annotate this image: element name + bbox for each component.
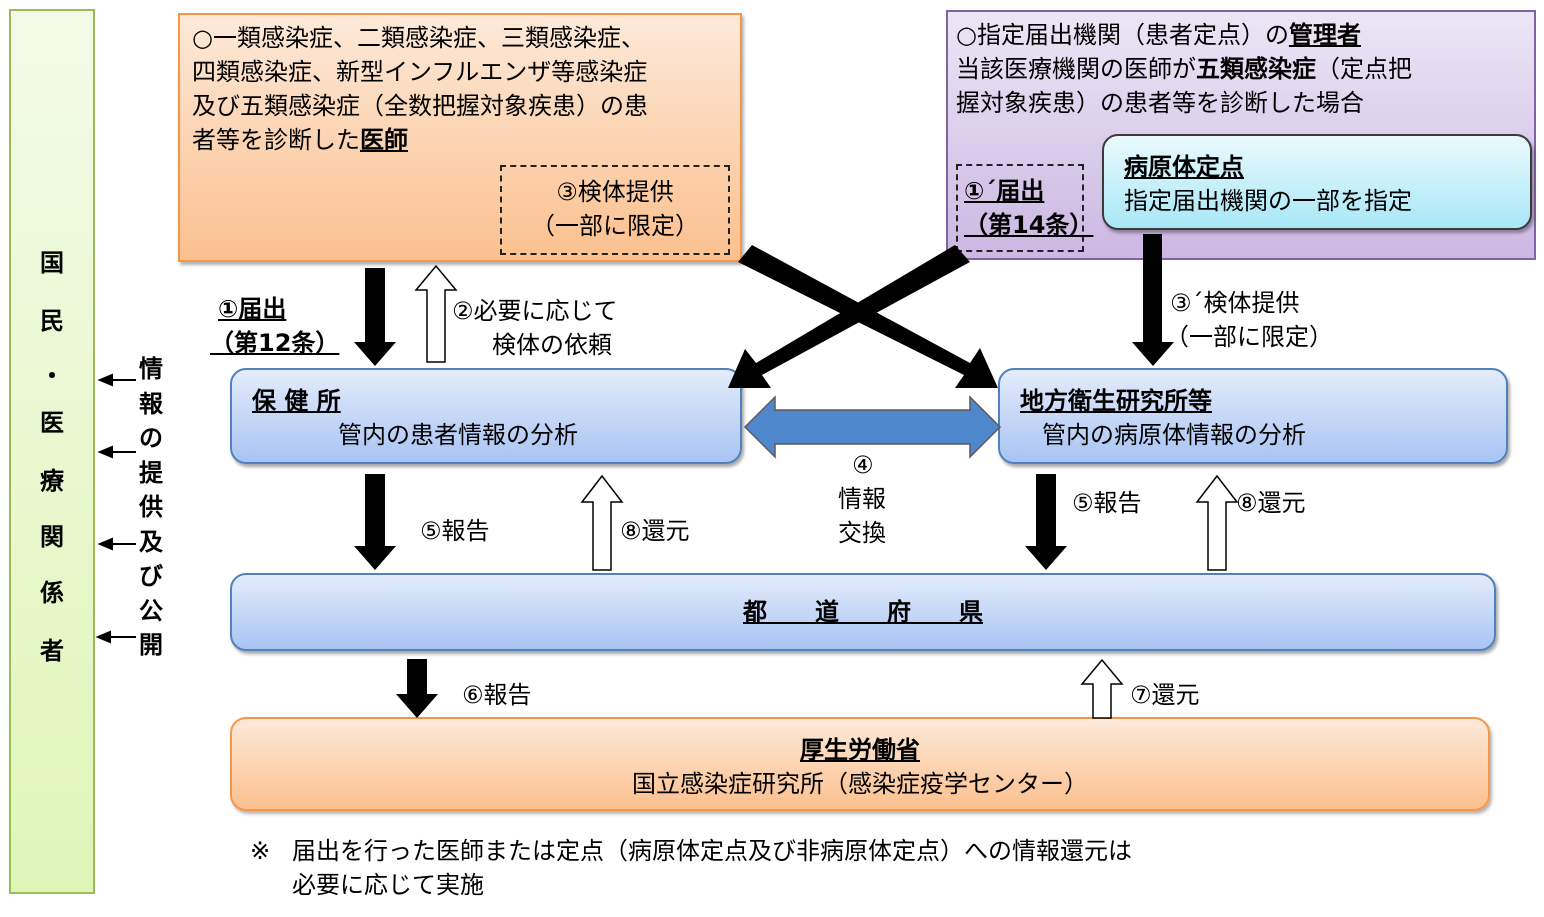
panel-char: ・ (40, 362, 64, 390)
info-arrow-head (95, 630, 111, 644)
report-label: ⑤報告 (420, 517, 490, 545)
info-char: び (139, 562, 163, 590)
notify-art14-line: ①´届出 (964, 177, 1045, 205)
specimen-provision-label: （一部に限定） (1165, 323, 1333, 351)
info-char: 開 (139, 631, 163, 659)
local-institute-desc: 管内の病原体情報の分析 (1042, 421, 1306, 449)
info-char: 及 (139, 527, 163, 556)
specimen-provision-label: ③´検体提供 (1170, 289, 1300, 317)
info-exchange-label: 情報 (838, 485, 886, 513)
specimen-down-arrow (1132, 234, 1174, 366)
sentinel-line2a: 当該医療機関の医師が (956, 55, 1196, 83)
notify-art12-label: ①届出 (218, 295, 287, 323)
return-label: ⑧還元 (620, 517, 690, 545)
report-down-arrow-ministry (396, 659, 438, 718)
reporting-physician-box: ○一類感染症、二類感染症、三類感染症、 四類感染症、新型インフルエンザ等感染症 … (178, 13, 742, 262)
notify-art14-box: ①´届出 （第14条） (956, 164, 1094, 252)
doctor-line: 四類感染症、新型インフルエンザ等感染症 (192, 58, 648, 86)
info-arrow-head (97, 373, 113, 387)
footnote-line: 必要に応じて実施 (292, 871, 484, 899)
doctor-line: ○一類感染症、二類感染症、三類感染症、 (192, 24, 645, 52)
category5-emphasis: 五類感染症 (1196, 55, 1316, 83)
return-up-arrow-right (1195, 474, 1239, 571)
info-exchange-label: ④ (852, 451, 874, 479)
administrator-emphasis: 管理者 (1288, 21, 1361, 49)
panel-char: 療 (40, 467, 64, 495)
return-up-arrow-ministry (1080, 658, 1124, 719)
health-center-title: 保 健 所 (252, 387, 341, 415)
panel-char: 国 (40, 249, 64, 277)
doctor-line: 及び五類感染症（全数把握対象疾患）の患 (192, 92, 648, 120)
ministry-title: 厚生労働省 (800, 736, 920, 764)
panel-char: 民 (40, 307, 64, 335)
sentinel-line1-prefix: ○指定届出機関（患者定点）の (956, 21, 1289, 49)
report-label: ⑥報告 (462, 681, 532, 709)
panel-char: 関 (40, 523, 64, 551)
sentinel-line: ○指定届出機関（患者定点）の管理者 (956, 18, 1361, 52)
specimen-line: （一部に限定） (531, 212, 699, 240)
specimen-request-label: ②必要に応じて (452, 297, 618, 325)
info-provision-label: 情 報 の 提 供 及 び 公 開 (136, 352, 166, 663)
sentinel-line: 当該医療機関の医師が五類感染症（定点把 (956, 52, 1412, 86)
pathogen-sentinel-title: 病原体定点 (1124, 153, 1244, 181)
specimen-provision-box: ③検体提供 （一部に限定） (500, 165, 730, 255)
panel-char: 医 (40, 409, 64, 437)
public-medical-stakeholders-panel: 国 民 ・ 医 療 関 係 者 (9, 9, 95, 894)
return-label: ⑦還元 (1130, 681, 1200, 709)
pathogen-sentinel-desc: 指定届出機関の一部を指定 (1124, 187, 1412, 215)
info-exchange-double-arrow (743, 395, 1002, 459)
ministry-box: 厚生労働省 国立感染症研究所（感染症疫学センター） (230, 717, 1490, 811)
local-institute-title: 地方衛生研究所等 (1020, 387, 1212, 415)
report-down-arrow-left (354, 474, 396, 570)
health-center-desc: 管内の患者情報の分析 (338, 421, 578, 449)
info-char: 報 (139, 389, 163, 418)
health-center-box: 保 健 所 管内の患者情報の分析 (230, 368, 742, 464)
report-down-arrow-right (1025, 474, 1067, 570)
doctor-line-prefix: 者等を診断した (192, 126, 360, 154)
notify-art14-line: （第14条） (964, 211, 1094, 239)
return-label: ⑧還元 (1236, 489, 1306, 517)
info-char: 公 (139, 596, 163, 625)
info-char: 情 (139, 355, 163, 383)
local-public-health-institute-box: 地方衛生研究所等 管内の病原体情報の分析 (998, 368, 1508, 464)
prefecture-box: 都 道 府 県 (230, 573, 1496, 651)
footnote-line: 届出を行った医師または定点（病原体定点及び非病原体定点）への情報還元は (292, 837, 1132, 865)
notify-art12-label: （第12条） (210, 329, 340, 357)
sentinel-line: 握対象疾患）の患者等を診断した場合 (956, 89, 1364, 117)
panel-char: 係 (40, 579, 64, 607)
cross-arrow-to-healthcenter (728, 245, 970, 388)
info-char: の (139, 424, 163, 452)
panel-char: 者 (40, 637, 64, 665)
specimen-line: ③検体提供 (556, 178, 674, 206)
sentinel-institution-box: ○指定届出機関（患者定点）の管理者 当該医療機関の医師が五類感染症（定点把 握対… (946, 10, 1536, 260)
info-arrow-head (97, 445, 113, 459)
request-up-arrow (414, 264, 458, 363)
report-label: ⑤報告 (1072, 489, 1142, 517)
prefecture-title: 都 道 府 県 (743, 598, 983, 626)
specimen-request-label: 検体の依頼 (492, 331, 612, 359)
return-up-arrow-left (580, 474, 624, 571)
doctor-line: 者等を診断した医師 (192, 123, 408, 157)
physician-emphasis: 医師 (360, 126, 408, 154)
pathogen-sentinel-box: 病原体定点 指定届出機関の一部を指定 (1102, 134, 1532, 230)
footnote-mark: ※ (250, 837, 271, 865)
info-char: 提 (139, 458, 163, 487)
sentinel-line2c: （定点把 (1316, 55, 1412, 83)
info-arrow-head (97, 537, 113, 551)
info-exchange-label: 交換 (838, 519, 886, 547)
notify-down-arrow (354, 268, 396, 366)
info-char: 供 (139, 493, 163, 521)
ministry-desc: 国立感染症研究所（感染症疫学センター） (632, 770, 1088, 798)
